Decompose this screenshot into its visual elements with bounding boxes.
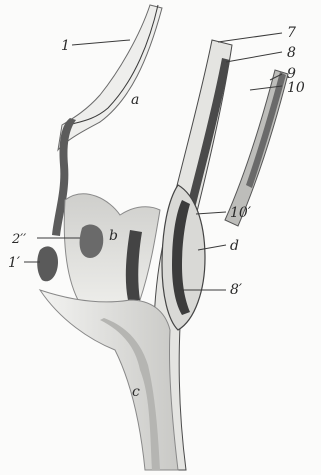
label-8: 8 — [287, 45, 296, 61]
label-10: 10 — [287, 80, 305, 96]
label-1-prime: 1′ — [8, 255, 21, 271]
joint-soft-tissue — [64, 194, 160, 313]
femur-shaft — [58, 5, 162, 150]
label-7: 7 — [287, 25, 296, 41]
label-c: c — [132, 384, 140, 400]
leader-7 — [218, 33, 282, 42]
leader-10p — [196, 212, 226, 214]
leader-8 — [226, 52, 282, 62]
label-1: 1 — [61, 38, 70, 54]
label-2-double-prime: 2′′ — [11, 232, 26, 247]
label-a: a — [131, 92, 139, 108]
label-8-prime: 8′ — [230, 282, 243, 298]
label-b: b — [109, 228, 118, 244]
label-d: d — [230, 238, 239, 254]
label-10-prime: 10′ — [230, 205, 252, 221]
leader-1 — [72, 40, 130, 45]
infrapatellar-dark — [37, 246, 58, 281]
